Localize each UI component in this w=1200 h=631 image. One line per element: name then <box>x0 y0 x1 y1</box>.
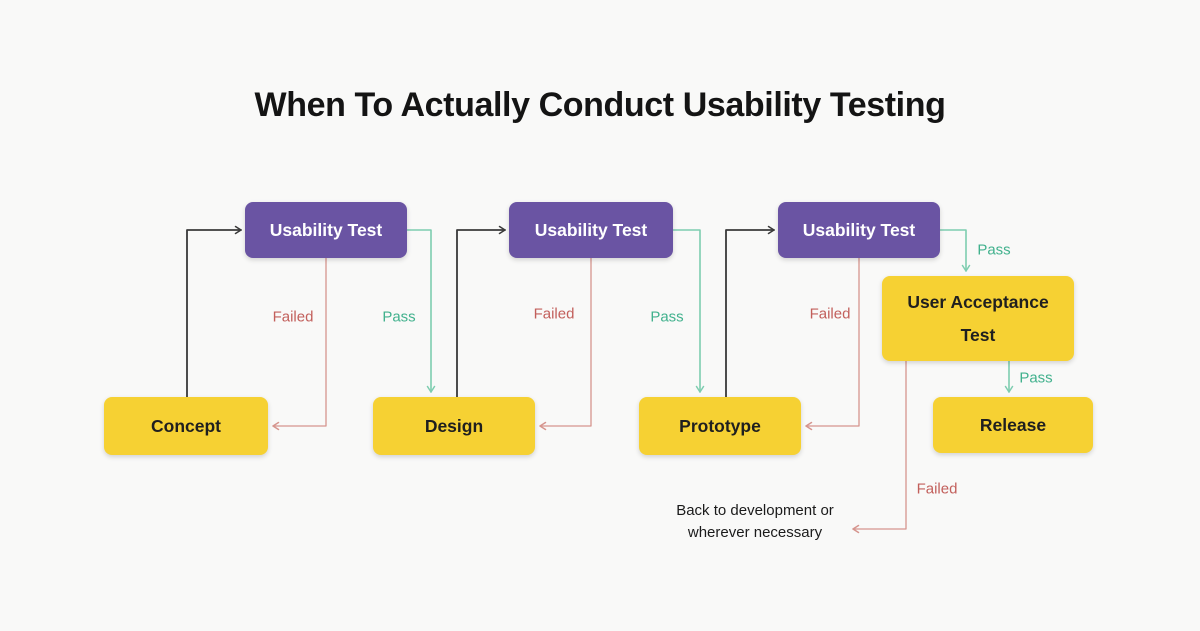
edge-label-failed-4: Failed <box>916 480 958 498</box>
node-label: Release <box>979 414 1047 435</box>
edge-usability-test-2-failed-to-design <box>539 257 592 431</box>
edge-usability-test-3-pass-to-uat <box>939 229 971 272</box>
back-to-development-note: Back to development or wherever necessar… <box>676 502 834 541</box>
edge-concept-to-usability-test-1 <box>186 225 242 398</box>
node-label: Design <box>424 415 484 436</box>
edge-prototype-to-usability-test-3 <box>725 225 775 398</box>
edge-uat-failed-to-development-note <box>852 360 907 534</box>
node-label: Concept <box>151 415 221 436</box>
node-usability-test-3: Usability Test <box>778 202 940 258</box>
edge-usability-test-1-pass-to-design <box>406 229 436 393</box>
edge-label-pass-2: Pass <box>650 308 684 326</box>
node-label: Usability Test <box>802 219 916 240</box>
node-label: Usability Test <box>534 219 648 240</box>
node-label: Prototype <box>679 415 761 436</box>
edge-label-failed-3: Failed <box>809 305 851 323</box>
edge-label-failed-2: Failed <box>533 305 575 323</box>
edge-label-pass-3: Pass <box>977 241 1011 259</box>
node-usability-test-1: Usability Test <box>245 202 407 258</box>
edge-label-failed-1: Failed <box>272 308 314 326</box>
node-prototype: Prototype <box>639 397 801 455</box>
page-title: When To Actually Conduct Usability Testi… <box>254 86 946 124</box>
node-user-acceptance-test: User Acceptance Test <box>882 276 1074 361</box>
edge-usability-test-1-failed-to-concept <box>272 257 327 431</box>
edge-label-pass-1: Pass <box>382 308 416 326</box>
edge-usability-test-3-failed-to-prototype <box>805 257 860 431</box>
node-usability-test-2: Usability Test <box>509 202 673 258</box>
node-label: User Acceptance Test <box>907 291 1049 345</box>
edge-design-to-usability-test-2 <box>456 225 506 398</box>
edge-label-pass-4: Pass <box>1019 369 1053 387</box>
node-concept: Concept <box>104 397 268 455</box>
node-design: Design <box>373 397 535 455</box>
node-release: Release <box>933 397 1093 453</box>
node-label: Usability Test <box>269 219 383 240</box>
edge-usability-test-2-pass-to-prototype <box>672 229 705 393</box>
